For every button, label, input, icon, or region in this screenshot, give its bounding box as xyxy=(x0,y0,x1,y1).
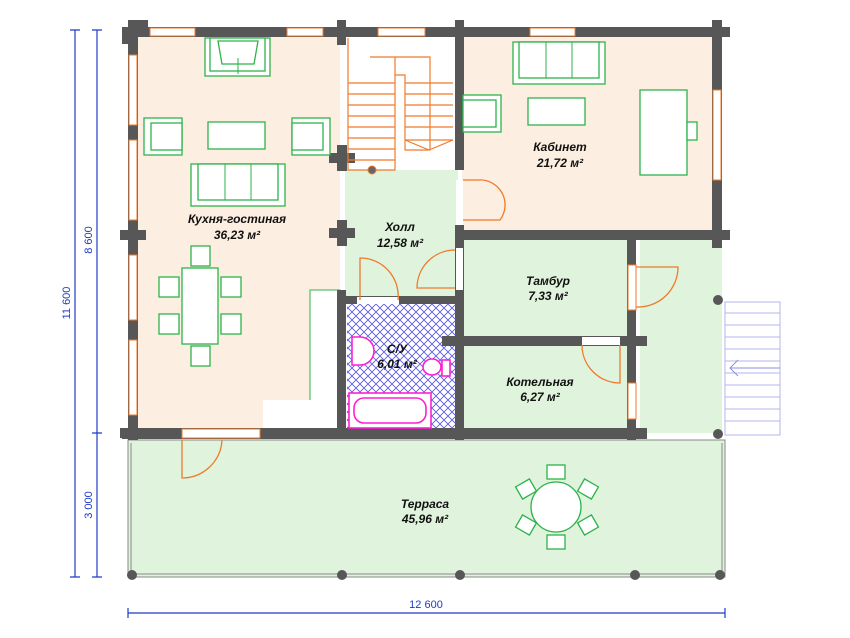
windows xyxy=(128,27,722,439)
hall-floor xyxy=(345,170,458,302)
office-area: 21,72 м² xyxy=(536,156,584,170)
sofa xyxy=(190,163,286,207)
dim-total-width: 12 600 xyxy=(409,599,443,611)
office-name: Кабинет xyxy=(533,140,587,154)
dim-total-height: 11 600 xyxy=(61,287,73,320)
sanitary xyxy=(348,336,451,429)
room-labels: Кухня-гостиная 36,23 м² Холл 12,58 м² Ка… xyxy=(188,140,587,526)
porch-steps xyxy=(724,301,781,436)
kitchen-counter-bottom xyxy=(263,400,340,433)
bathroom-name: С/У xyxy=(387,342,408,356)
terrace-name: Терраса xyxy=(401,497,450,511)
fireplace xyxy=(204,37,271,77)
round-table xyxy=(514,464,600,550)
vestibule-floor xyxy=(462,240,632,338)
office-sofa xyxy=(512,41,606,85)
terrace-railing xyxy=(127,439,726,578)
dimension-lines xyxy=(70,29,726,618)
furniture xyxy=(143,37,698,550)
staircase xyxy=(347,38,454,175)
kitchen-floor xyxy=(135,35,340,433)
porch-floor xyxy=(640,240,722,433)
terrace-floor xyxy=(128,440,725,577)
stair-floor xyxy=(345,35,458,170)
dim-terrace-height: 3 000 xyxy=(83,491,95,519)
boiler-name: Котельная xyxy=(506,375,573,389)
hall-area: 12,58 м² xyxy=(377,236,424,250)
dining-table xyxy=(158,245,242,367)
terrace-area: 45,96 м² xyxy=(401,512,449,526)
kitchen-name: Кухня-гостиная xyxy=(188,212,286,226)
doors xyxy=(181,179,679,479)
vestibule-name: Тамбур xyxy=(526,274,570,288)
boiler-area: 6,27 м² xyxy=(520,390,561,404)
dim-house-height: 8 600 xyxy=(83,226,95,254)
hall-name: Холл xyxy=(384,220,415,234)
boiler-floor xyxy=(462,345,632,433)
kitchen-area: 36,23 м² xyxy=(214,228,261,242)
bathroom-area: 6,01 м² xyxy=(377,357,418,371)
vestibule-area: 7,33 м² xyxy=(528,289,569,303)
